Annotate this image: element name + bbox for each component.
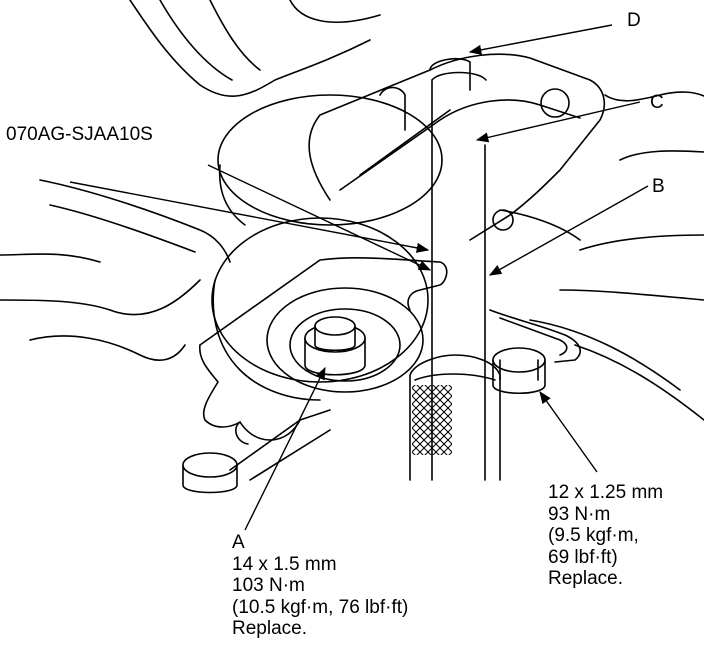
bolt-b xyxy=(492,347,546,394)
leader-b xyxy=(488,185,649,276)
spec-b: 12 x 1.25 mm 93 N·m (9.5 kgf·m, 69 lbf·f… xyxy=(548,482,663,590)
bolt-a xyxy=(304,316,366,376)
special-tool-label: 070AG-SJAA10S xyxy=(6,124,153,145)
frame-outline xyxy=(0,0,704,421)
leader-a xyxy=(244,366,326,531)
spec-b-torque-alt-2: 69 lbf·ft) xyxy=(548,546,618,568)
leader-tool-2 xyxy=(207,164,432,271)
leader-bolt-b xyxy=(539,390,598,473)
leader-c xyxy=(475,101,641,143)
spec-a-torque-alt: (10.5 kgf·m, 76 lbf·ft) xyxy=(232,596,409,618)
spec-a: A 14 x 1.5 mm 103 N·m (10.5 kgf·m, 76 lb… xyxy=(232,532,408,640)
spec-b-torque-alt-1: (9.5 kgf·m, xyxy=(548,525,639,546)
spec-a-size: 14 x 1.5 mm xyxy=(232,553,337,575)
callout-b: B xyxy=(652,176,665,197)
spec-a-torque: 103 N·m xyxy=(232,575,305,596)
plug xyxy=(182,452,238,494)
leader-tool xyxy=(69,181,430,253)
leader-d xyxy=(468,24,613,55)
callout-c: C xyxy=(650,92,664,113)
spec-a-note: Replace. xyxy=(232,618,307,639)
lower-bracket xyxy=(199,257,581,445)
spec-b-size: 12 x 1.25 mm xyxy=(548,482,664,503)
callout-a: A xyxy=(232,532,245,553)
spec-b-torque: 93 N·m xyxy=(548,503,611,525)
engine-mount xyxy=(211,94,443,401)
sleeve xyxy=(409,354,501,481)
spec-b-note: Replace. xyxy=(548,568,623,589)
upper-bracket xyxy=(308,53,606,241)
callout-d: D xyxy=(627,10,641,31)
